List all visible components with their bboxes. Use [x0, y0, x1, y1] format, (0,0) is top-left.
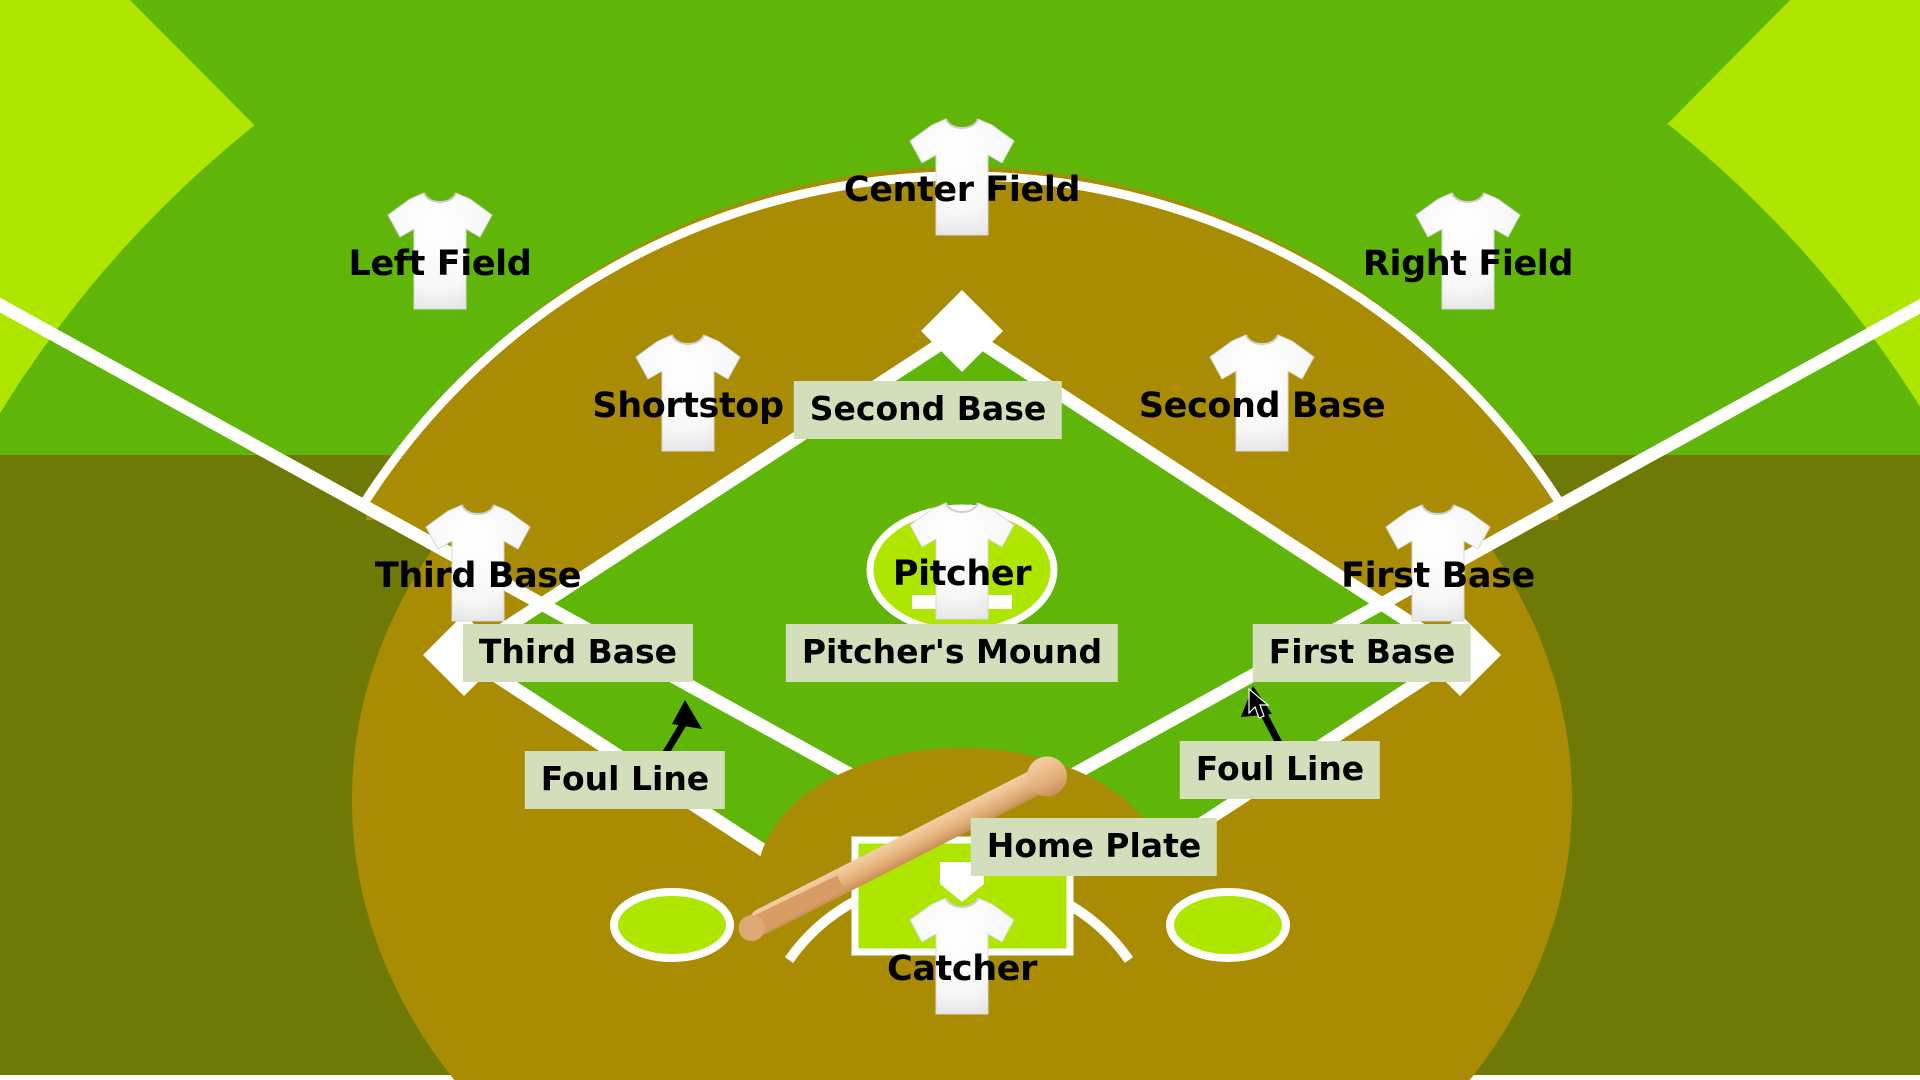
player-label-left-field: Left Field	[348, 244, 532, 284]
jersey-icon	[1385, 504, 1491, 622]
tag-foul-line-right[interactable]: Foul Line	[1179, 741, 1381, 799]
player-label-first-base: First Base	[1341, 556, 1535, 596]
tag-home-plate[interactable]: Home Plate	[970, 818, 1218, 876]
player-second-base[interactable]: Second Base	[1139, 327, 1386, 457]
jersey-icon	[909, 502, 1015, 620]
player-label-third-base: Third Base	[374, 556, 582, 596]
player-pitcher[interactable]: Pitcher	[892, 495, 1032, 625]
player-first-base[interactable]: First Base	[1341, 497, 1535, 627]
player-label-center-field: Center Field	[843, 170, 1081, 210]
tag-first-base-bag[interactable]: First Base	[1252, 624, 1472, 682]
tag-foul-line-left[interactable]: Foul Line	[524, 751, 726, 809]
player-label-shortstop: Shortstop	[592, 386, 784, 426]
on-deck-circle-left	[610, 888, 734, 962]
player-label-right-field: Right Field	[1362, 244, 1574, 284]
foul-line-right-stripe	[958, 298, 1920, 842]
tag-third-base-bag[interactable]: Third Base	[462, 624, 694, 682]
tag-second-base-bag[interactable]: Second Base	[793, 381, 1063, 439]
jersey-icon	[425, 504, 531, 622]
player-third-base[interactable]: Third Base	[375, 497, 581, 627]
player-center-field[interactable]: Center Field	[844, 111, 1080, 241]
jersey-icon	[387, 192, 493, 310]
on-deck-circle-right	[1166, 888, 1290, 962]
tag-pitchers-mound[interactable]: Pitcher's Mound	[785, 624, 1119, 682]
player-shortstop[interactable]: Shortstop	[592, 327, 784, 457]
foul-line-left-stripe	[0, 297, 966, 842]
player-label-pitcher: Pitcher	[892, 554, 1032, 594]
jersey-icon	[635, 334, 741, 452]
foul-line-left-arrow	[662, 700, 702, 756]
player-label-catcher: Catcher	[887, 949, 1037, 989]
jersey-icon	[909, 118, 1015, 236]
second-base-bag-marker	[920, 289, 1004, 373]
player-left-field[interactable]: Left Field	[349, 185, 532, 315]
player-label-second-base: Second Base	[1138, 386, 1386, 426]
jersey-icon	[1415, 192, 1521, 310]
jersey-icon	[909, 897, 1015, 1015]
baseball-bat-icon	[738, 756, 1067, 942]
jersey-icon	[1209, 334, 1315, 452]
player-catcher[interactable]: Catcher	[887, 890, 1037, 1020]
player-right-field[interactable]: Right Field	[1363, 185, 1573, 315]
